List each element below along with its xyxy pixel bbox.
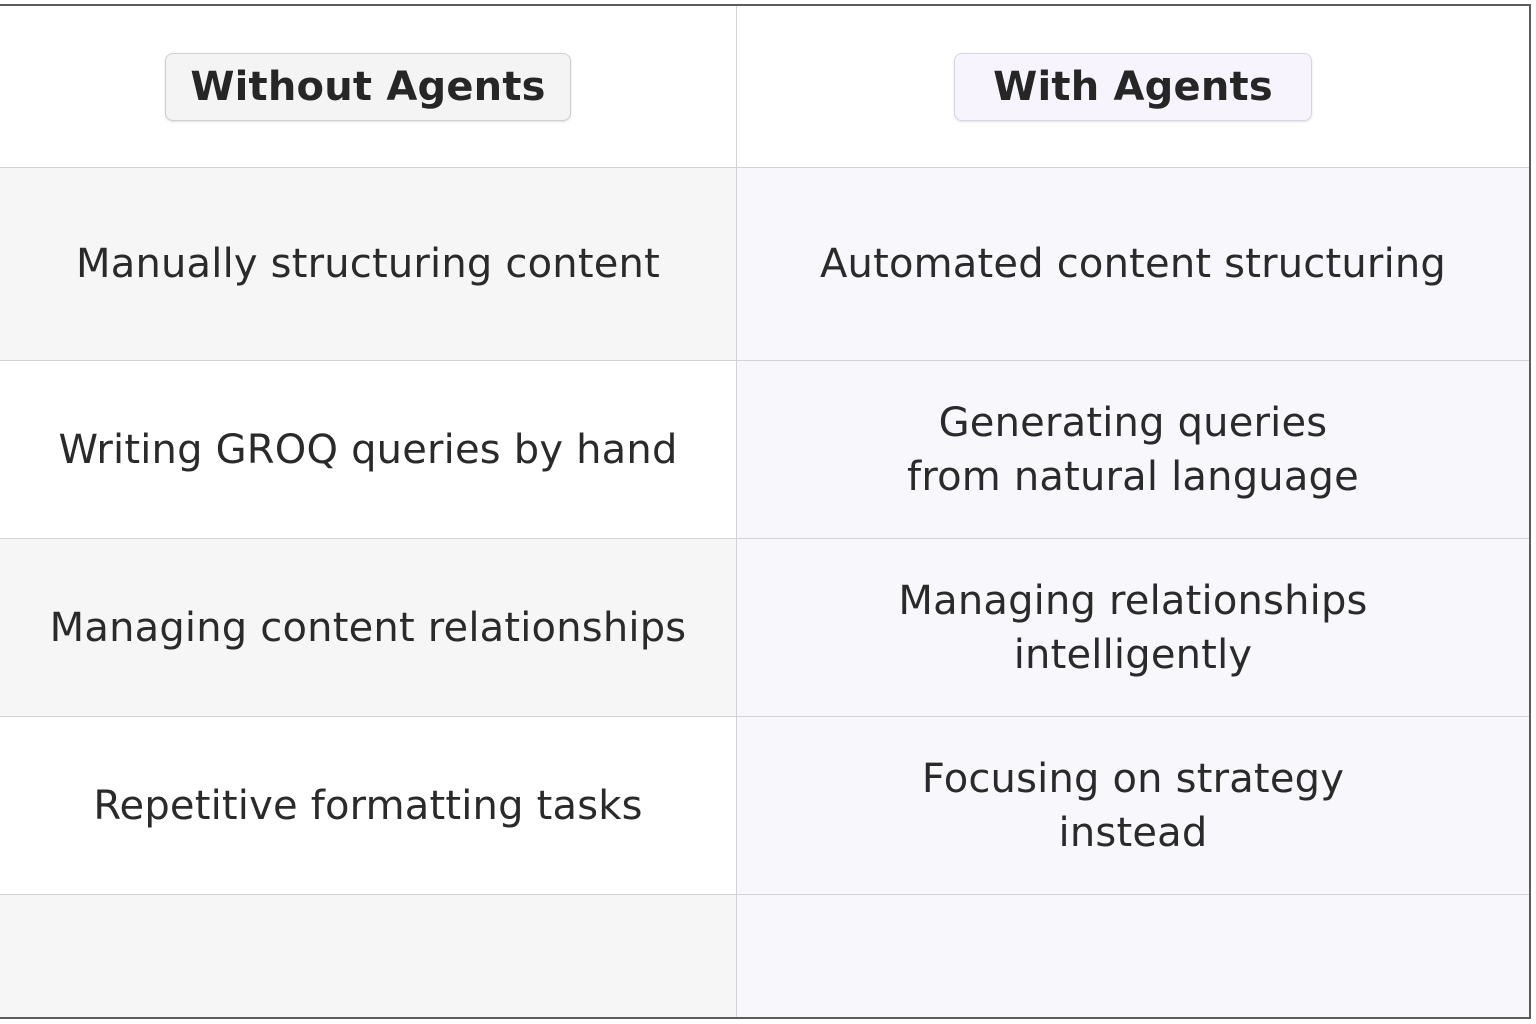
without-cell: Managing content relationships bbox=[0, 539, 737, 716]
without-text: Managing content relationships bbox=[49, 604, 687, 651]
with-agents-label: With Agents bbox=[954, 52, 1312, 121]
without-cell: Manually structuring content bbox=[0, 168, 737, 360]
with-text: Focusing on strategy instead bbox=[921, 755, 1345, 856]
table-header-row: Without Agents With Agents bbox=[0, 6, 1529, 168]
with-cell: Automated content structuring bbox=[737, 168, 1529, 360]
with-text: Generating queries from natural language bbox=[907, 399, 1359, 500]
without-text: Repetitive formatting tasks bbox=[93, 782, 643, 829]
comparison-table: Without Agents With Agents Manually stru… bbox=[0, 4, 1531, 1019]
header-cell-without: Without Agents bbox=[0, 6, 737, 167]
table-row: Writing GROQ queries by hand Generating … bbox=[0, 361, 1529, 539]
table-row: Repetitive formatting tasks Focusing on … bbox=[0, 717, 1529, 895]
without-cell: Repetitive formatting tasks bbox=[0, 717, 737, 894]
with-cell bbox=[737, 895, 1529, 1017]
without-agents-label: Without Agents bbox=[165, 52, 571, 121]
without-cell: Writing GROQ queries by hand bbox=[0, 361, 737, 538]
without-text: Manually structuring content bbox=[76, 241, 660, 287]
with-cell: Generating queries from natural language bbox=[737, 361, 1529, 538]
table-row: Managing content relationships Managing … bbox=[0, 539, 1529, 717]
header-cell-with: With Agents bbox=[737, 6, 1529, 167]
table-row: Manually structuring content Automated c… bbox=[0, 168, 1529, 361]
with-text: Automated content structuring bbox=[819, 241, 1447, 287]
without-text: Writing GROQ queries by hand bbox=[58, 426, 678, 473]
with-cell: Managing relationships intelligently bbox=[737, 539, 1529, 716]
table-row bbox=[0, 895, 1529, 1017]
without-cell bbox=[0, 895, 737, 1017]
with-text: Managing relationships intelligently bbox=[898, 577, 1368, 678]
with-cell: Focusing on strategy instead bbox=[737, 717, 1529, 894]
